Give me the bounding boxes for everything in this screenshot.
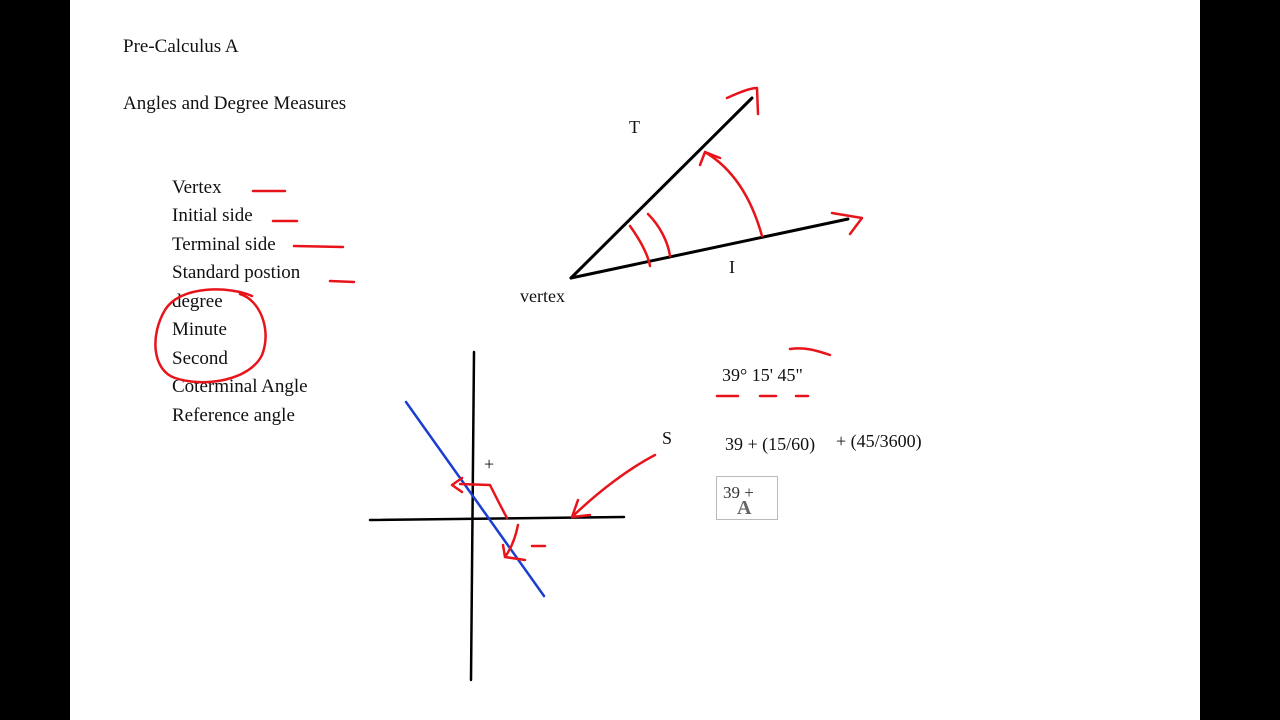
angle-arc-2 — [646, 212, 672, 258]
term-item: Reference angle — [172, 405, 295, 426]
arrow-head-terminal — [725, 86, 760, 116]
term-item: Second — [172, 348, 228, 369]
standard-arrow — [570, 453, 657, 519]
terminal-side-label: T — [629, 117, 640, 137]
x-axis — [368, 515, 626, 522]
conversion-expr-1: 39 + (15/60) — [725, 434, 816, 454]
term-item: Vertex — [172, 177, 222, 198]
term-item: Standard postion — [172, 262, 301, 283]
term-item: Terminal side — [172, 234, 276, 255]
angle-arc-1 — [628, 224, 652, 268]
underline-standard — [328, 279, 356, 284]
underline-terminal — [292, 244, 345, 249]
positive-sign-label: + — [484, 454, 495, 474]
doc-title: Pre-Calculus A — [123, 36, 239, 57]
overline-seconds — [788, 347, 832, 357]
blue-terminal-line — [404, 400, 546, 598]
circle-units — [154, 288, 267, 384]
term-item: Minute — [172, 319, 227, 340]
initial-ray — [569, 217, 850, 280]
standard-label: S — [662, 428, 673, 448]
term-item: Initial side — [172, 205, 253, 226]
vertex-label: vertex — [520, 286, 565, 306]
terminal-ray — [569, 96, 754, 280]
dms-value: 39° 15' 45" — [722, 365, 803, 385]
textbox-value: 39 + — [723, 483, 754, 502]
y-axis — [469, 350, 476, 682]
text-input-box[interactable]: 39 + A — [716, 476, 778, 520]
angle-arc-big — [698, 150, 764, 238]
negative-rotation-arrow — [501, 523, 527, 562]
doc-subtitle: Angles and Degree Measures — [123, 93, 347, 114]
term-item: degree — [172, 291, 223, 312]
red-ink — [154, 86, 864, 562]
initial-side-label: I — [729, 257, 735, 277]
arrow-head-initial — [830, 211, 864, 236]
positive-rotation-arrow — [450, 476, 509, 520]
conversion-expr-2: + (45/3600) — [836, 431, 922, 451]
text-tool-icon: A — [737, 497, 752, 519]
